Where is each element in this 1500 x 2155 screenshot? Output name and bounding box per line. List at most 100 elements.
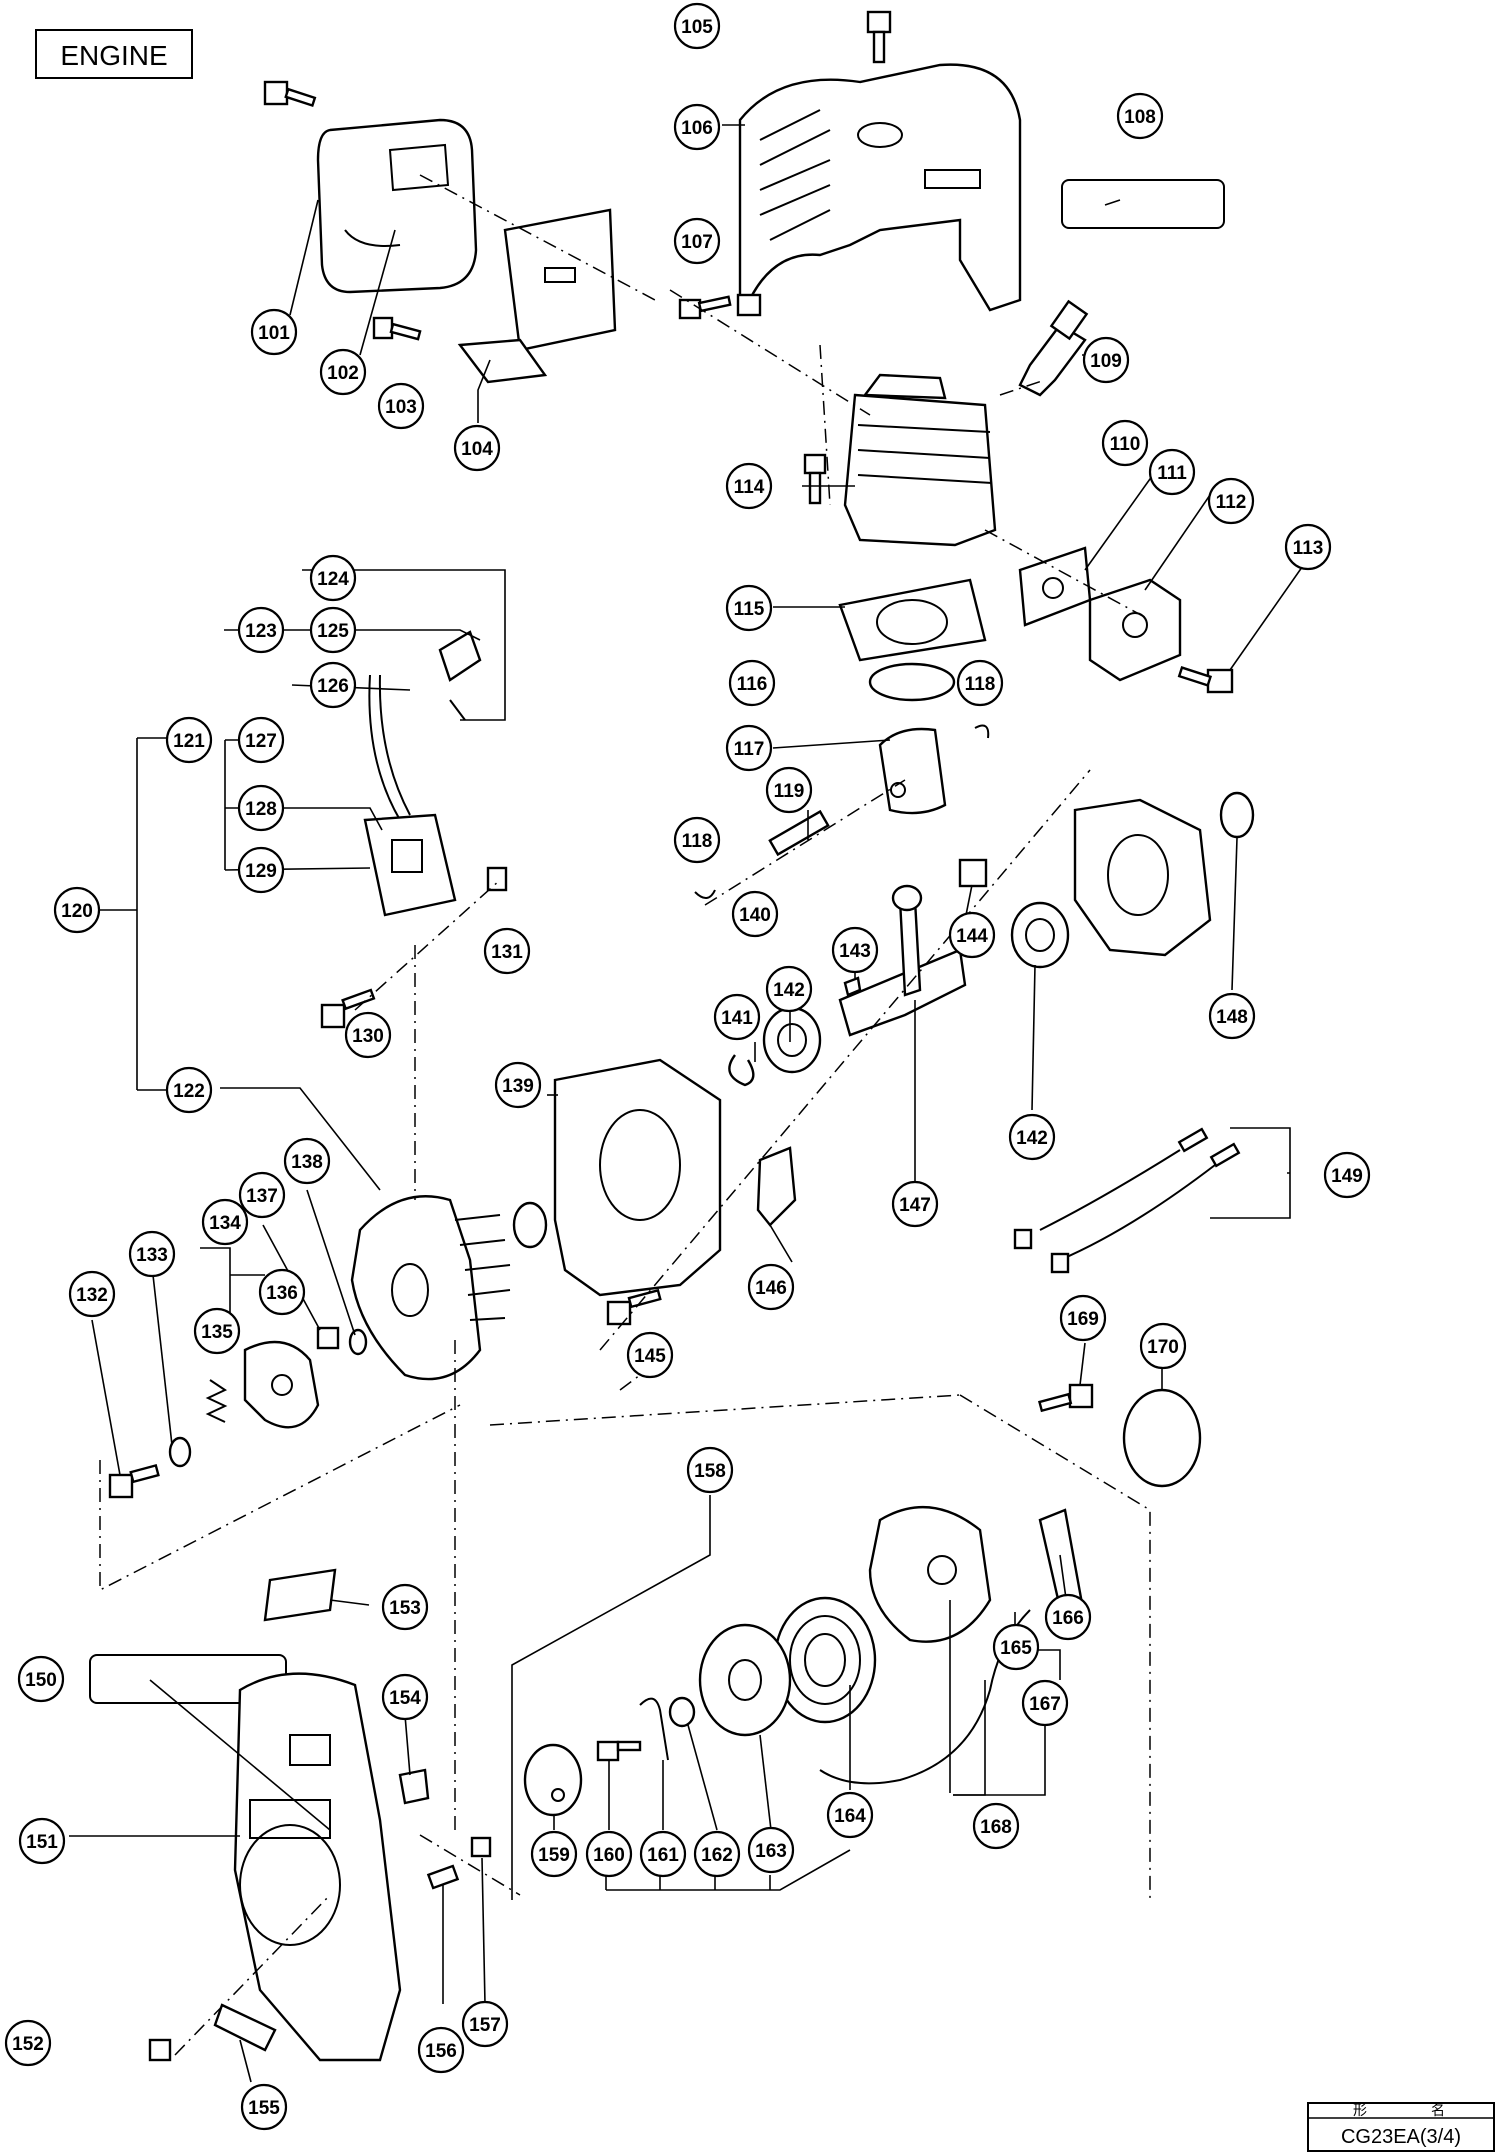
callout-number: 154 xyxy=(389,1688,421,1709)
callout-circle xyxy=(309,554,357,602)
bolt-101-drawing xyxy=(263,80,317,107)
callout-number: 153 xyxy=(389,1598,421,1619)
callout-143: 143 xyxy=(831,926,879,974)
callout-number: 118 xyxy=(965,674,996,695)
callout-number: 106 xyxy=(681,118,713,139)
callout-number: 142 xyxy=(773,980,805,1001)
washer-138-drawing xyxy=(348,1328,368,1356)
callout-circle xyxy=(283,1137,331,1185)
ratchet-drawing xyxy=(523,1743,583,1817)
bolt-103-drawing xyxy=(372,316,422,341)
callout-number: 162 xyxy=(701,1845,733,1866)
circlip-118-left-drawing xyxy=(694,889,716,899)
callout-104: 104 xyxy=(453,424,501,472)
pin-161-drawing xyxy=(639,1697,669,1761)
callout-circle xyxy=(18,1817,66,1865)
callout-circle xyxy=(128,1230,176,1278)
model-name: CG23EA(3/4) xyxy=(1341,2126,1461,2148)
label-153-drawing xyxy=(263,1568,337,1622)
muffler-stay-drawing xyxy=(457,208,617,384)
cylinder-gasket-drawing xyxy=(838,578,987,662)
callout-number: 131 xyxy=(491,942,523,963)
piston-pin-drawing xyxy=(768,809,830,857)
callout-circle xyxy=(1021,1679,1069,1727)
callout-circle xyxy=(1044,1593,1092,1641)
section-title: ENGINE xyxy=(60,40,167,71)
callout-number: 156 xyxy=(425,2041,457,2062)
callout-circle xyxy=(344,1011,392,1059)
spring-135-drawing xyxy=(205,1379,228,1423)
fan-cover-drawing xyxy=(233,1672,402,2062)
callout-137: 137 xyxy=(238,1171,286,1219)
callout-122: 122 xyxy=(165,1066,213,1114)
top-cover-drawing xyxy=(736,63,1022,317)
callout-number: 123 xyxy=(245,621,277,642)
model-name-box: 形 名 CG23EA(3/4) xyxy=(1307,2102,1495,2152)
callout-circle xyxy=(725,584,773,632)
callout-167: 167 xyxy=(1021,1679,1069,1727)
bolt-132-drawing xyxy=(108,1463,160,1499)
callout-circle xyxy=(1208,992,1256,1040)
callout-163: 163 xyxy=(747,1826,795,1874)
callout-number: 160 xyxy=(593,1845,625,1866)
callout-138: 138 xyxy=(283,1137,331,1185)
callout-circle xyxy=(639,1830,687,1878)
callout-number: 150 xyxy=(25,1670,57,1691)
callout-141: 141 xyxy=(713,993,761,1041)
bolt-105-drawing xyxy=(866,10,892,64)
callout-circle xyxy=(765,965,813,1013)
callout-156: 156 xyxy=(417,2026,465,2074)
callout-circle xyxy=(1082,336,1130,384)
callout-number: 115 xyxy=(734,599,765,620)
callout-circle xyxy=(453,424,501,472)
recoil-spring-drawing xyxy=(773,1596,877,1724)
callout-number: 134 xyxy=(209,1213,241,1234)
callout-circle xyxy=(319,348,367,396)
spark-plug-drawing xyxy=(1018,299,1089,397)
callout-number: 124 xyxy=(317,569,349,590)
callout-160: 160 xyxy=(585,1830,633,1878)
callout-circle xyxy=(381,1583,429,1631)
callout-number: 132 xyxy=(76,1285,108,1306)
callout-110: 110 xyxy=(1101,419,1149,467)
callout-circle xyxy=(956,659,1004,707)
callout-number: 122 xyxy=(173,1081,205,1102)
callout-circle xyxy=(53,886,101,934)
callout-145: 145 xyxy=(626,1331,674,1379)
callout-126: 126 xyxy=(309,661,357,709)
callout-number: 109 xyxy=(1090,351,1122,372)
callout-circle xyxy=(673,2,721,50)
callout-107: 107 xyxy=(673,217,721,265)
callout-number: 155 xyxy=(248,2098,280,2119)
callout-number: 111 xyxy=(1157,463,1187,484)
callout-circle xyxy=(237,846,285,894)
callout-circle xyxy=(240,2083,288,2131)
callout-circle xyxy=(165,1066,213,1114)
callout-circle xyxy=(1059,1294,1107,1342)
callout-circle xyxy=(826,1791,874,1839)
callout-166: 166 xyxy=(1044,1593,1092,1641)
callout-number: 107 xyxy=(681,232,713,253)
callout-number: 125 xyxy=(317,621,349,642)
wire-harness-drawing xyxy=(1013,1127,1241,1274)
washer-133-drawing xyxy=(168,1436,192,1468)
callout-number: 129 xyxy=(245,861,277,882)
starter-case-drawing xyxy=(868,1505,992,1643)
callout-circle xyxy=(972,1802,1020,1850)
callout-136: 136 xyxy=(258,1268,306,1316)
callout-number: 110 xyxy=(1110,434,1141,455)
callout-151: 151 xyxy=(18,1817,66,1865)
callout-number: 128 xyxy=(245,799,277,820)
callout-number: 157 xyxy=(469,2015,501,2036)
callout-number: 166 xyxy=(1052,1608,1084,1629)
callout-117: 117 xyxy=(725,724,773,772)
callout-153: 153 xyxy=(381,1583,429,1631)
callout-144: 144 xyxy=(948,911,996,959)
callout-circle xyxy=(309,606,357,654)
callout-131: 131 xyxy=(483,927,531,975)
needle-bearing-drawing xyxy=(958,858,988,888)
callout-circle xyxy=(381,1673,429,1721)
ignition-coil-drawing xyxy=(363,630,482,917)
bearing-142-right-drawing xyxy=(1010,901,1070,969)
callout-number: 133 xyxy=(136,1245,168,1266)
